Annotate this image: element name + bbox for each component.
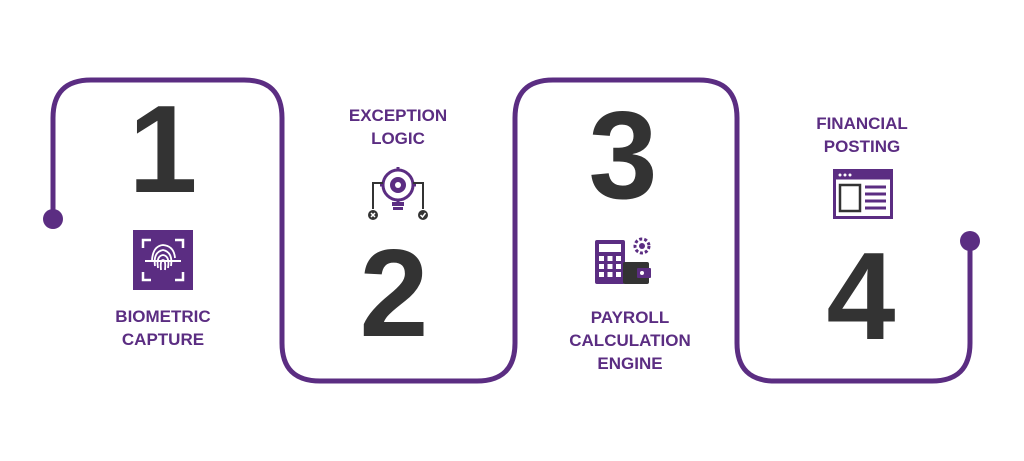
step-1-number: 1 bbox=[128, 81, 198, 219]
step-3-label-line-3: ENGINE bbox=[597, 354, 663, 373]
lightbulb-gear-decision-icon bbox=[368, 167, 428, 220]
step-4-label-line-1: FINANCIAL bbox=[816, 114, 908, 133]
step-3-label-line-1: PAYROLL bbox=[590, 308, 670, 327]
start-dot bbox=[43, 209, 63, 229]
step-3-label: PAYROLL CALCULATION ENGINE bbox=[540, 306, 720, 375]
step-2-label-line-2: LOGIC bbox=[371, 129, 425, 148]
calculator-wallet-gear-icon bbox=[595, 237, 651, 284]
step-1-label-line-1: BIOMETRIC bbox=[115, 307, 211, 326]
step-2-number: 2 bbox=[359, 225, 429, 363]
step-4-label-line-2: POSTING bbox=[823, 137, 901, 156]
step-1-label: BIOMETRIC CAPTURE bbox=[73, 305, 253, 351]
step-2-label: EXCEPTION LOGIC bbox=[308, 104, 488, 150]
browser-window-icon bbox=[833, 169, 893, 219]
step-4-label: FINANCIAL POSTING bbox=[772, 112, 952, 158]
fingerprint-scan-icon bbox=[133, 230, 193, 290]
step-4-number: 4 bbox=[826, 228, 896, 366]
step-1-label-line-2: CAPTURE bbox=[121, 330, 205, 349]
step-3-label-line-2: CALCULATION bbox=[569, 331, 691, 350]
step-2-label-line-1: EXCEPTION bbox=[348, 106, 448, 125]
end-dot bbox=[960, 231, 980, 251]
step-3-number: 3 bbox=[588, 87, 658, 225]
